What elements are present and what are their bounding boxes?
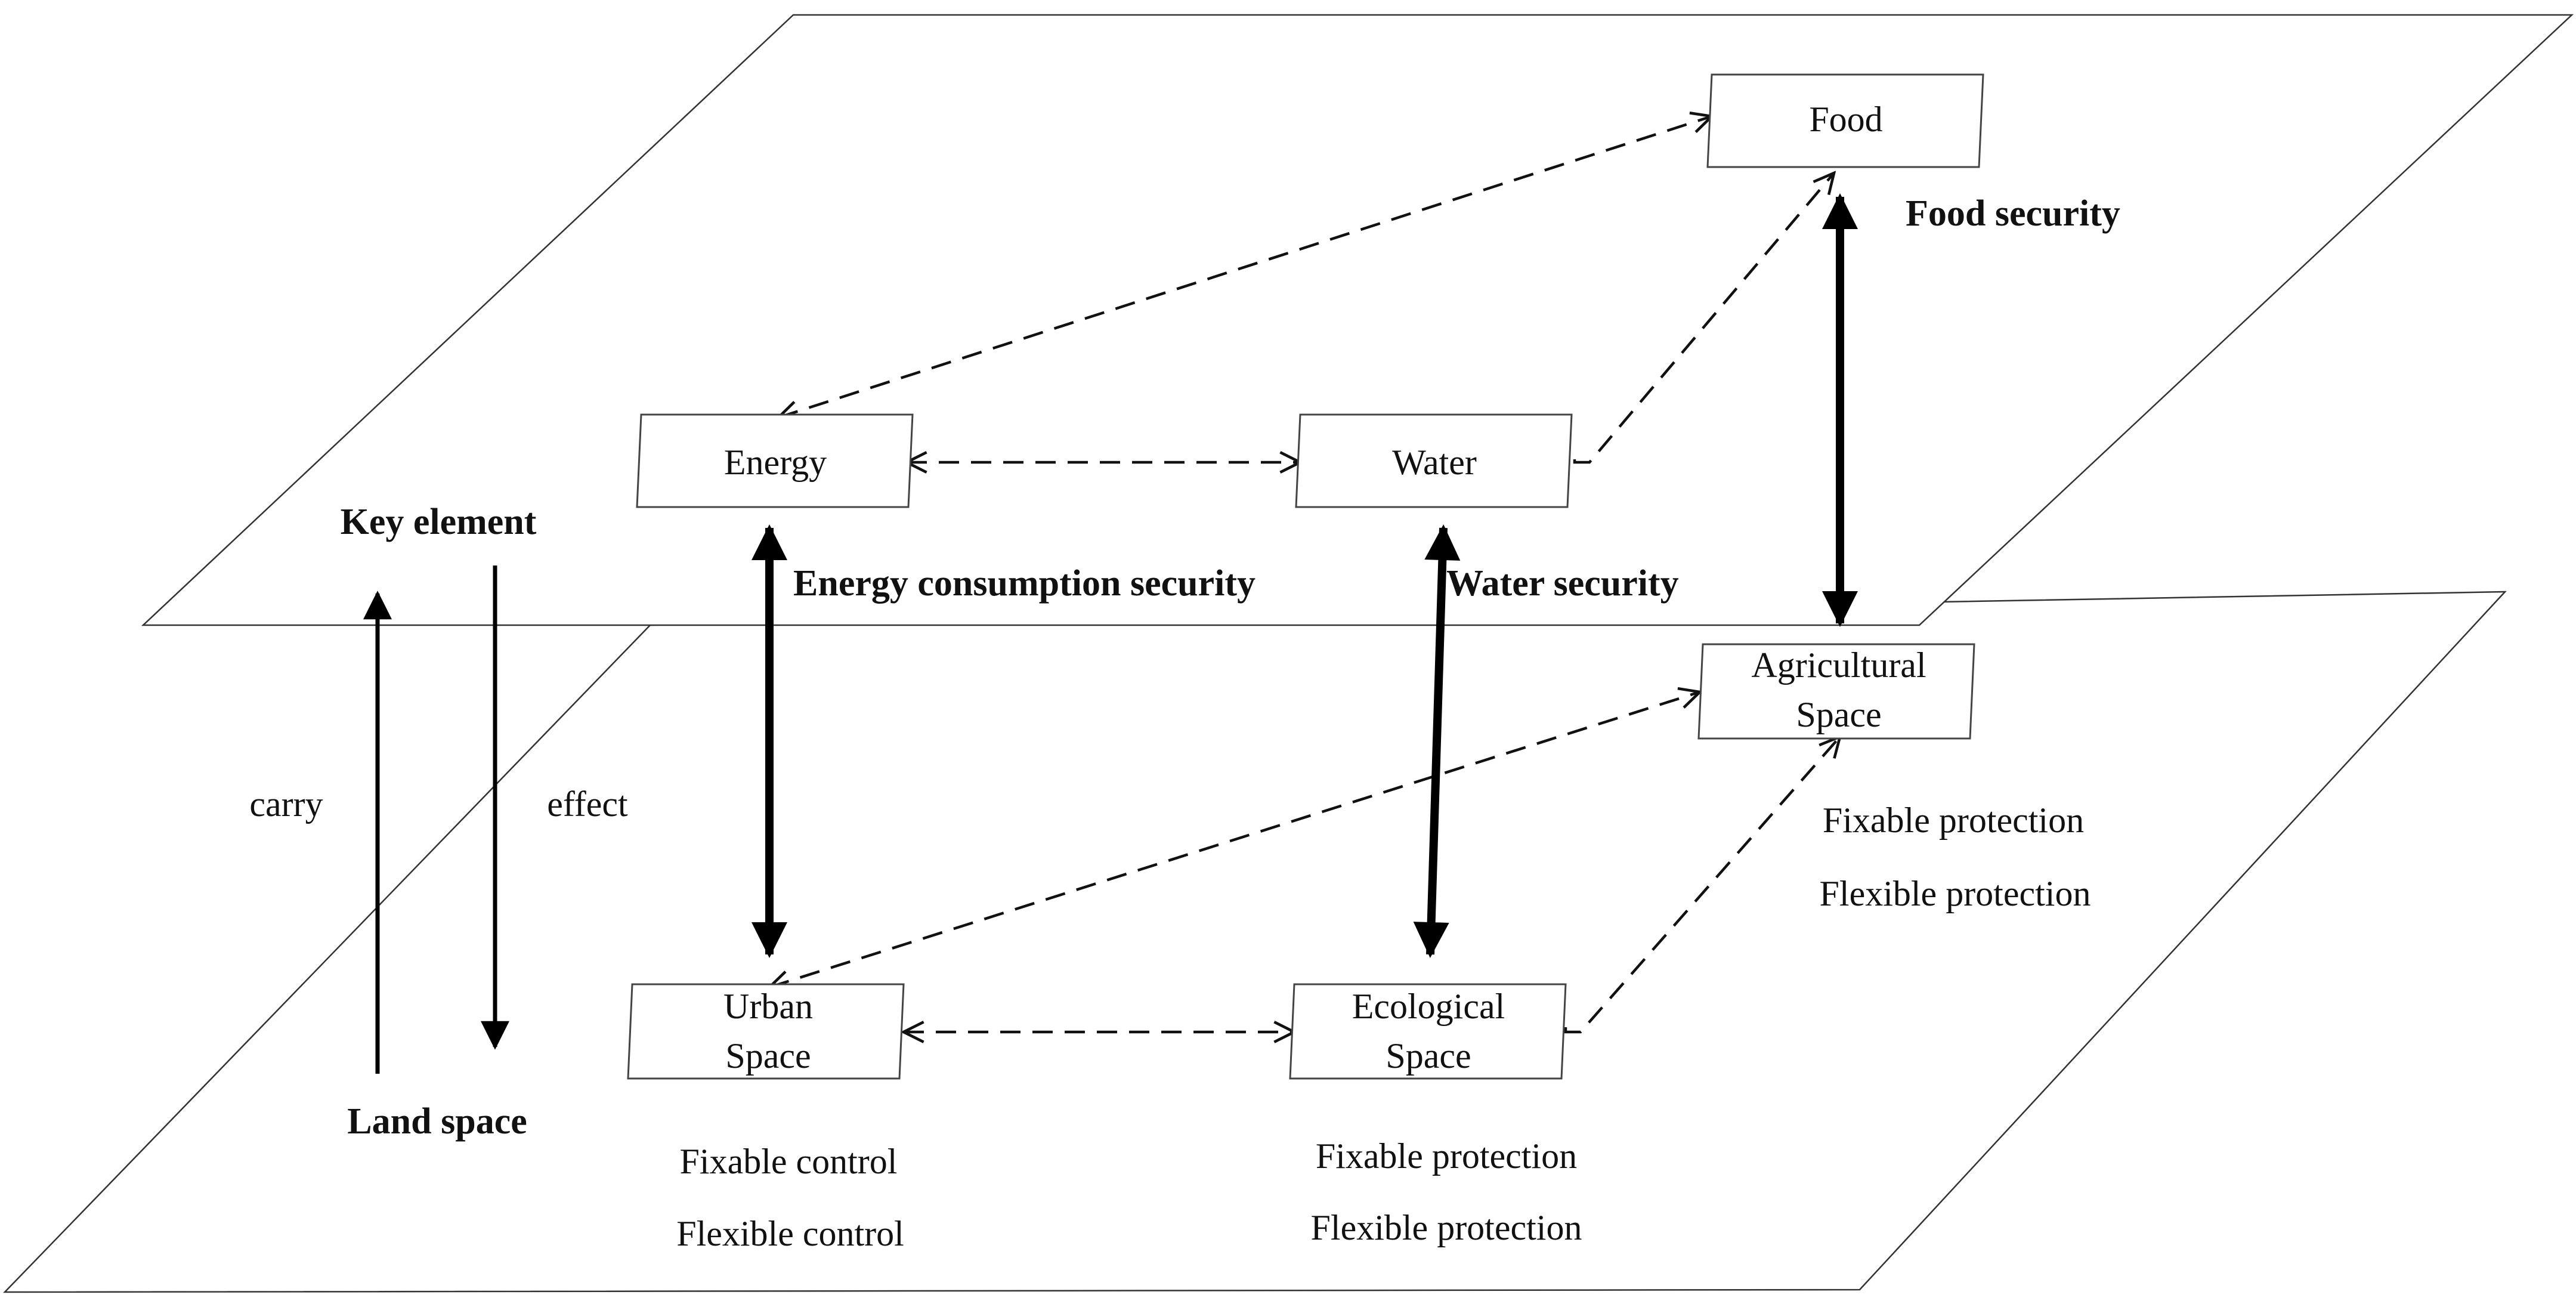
energy-box (636, 413, 914, 508)
food-label: Food (1809, 100, 1882, 139)
carry-label: carry (249, 784, 323, 824)
agricultural-fixable-protection: Fixable protection (1823, 801, 2084, 840)
urban-space-box (627, 983, 905, 1080)
agricultural-flexible-protection: Flexible protection (1820, 874, 2091, 913)
water-security-label: Water security (1446, 563, 1679, 604)
water-ecological-arrow (1413, 524, 1461, 958)
ecological-space-box (1289, 983, 1567, 1080)
food-security-label: Food security (1906, 193, 2120, 234)
ecological-flexible-protection: Flexible protection (1311, 1208, 1582, 1247)
energy-label: Energy (724, 443, 827, 482)
ecological-fixable-protection: Fixable protection (1316, 1136, 1577, 1176)
energy-food-link (778, 116, 1712, 418)
urban-space-label-line1: Urban (723, 987, 813, 1026)
security-arrows (752, 193, 1858, 958)
energy-consumption-security-label: Energy consumption security (793, 563, 1255, 604)
urban-fixable-control: Fixable control (680, 1142, 898, 1181)
water-food-link (1573, 173, 1834, 464)
ecological-space-label-line1: Ecological (1352, 987, 1505, 1026)
urban-agricultural-link (769, 692, 1700, 987)
food-box (1706, 73, 1984, 168)
ecological-space-label-line2: Space (1386, 1036, 1471, 1076)
land-space-plane (3, 591, 2507, 1293)
dashed-connectors (769, 116, 1840, 1032)
agricultural-space-label-line2: Space (1796, 695, 1881, 734)
ecological-agricultural-link (1564, 737, 1840, 1034)
node-energy: Energy (636, 413, 914, 508)
axis-arrows (363, 566, 509, 1074)
node-agricultural-space: Agricultural Space (1697, 643, 1975, 740)
effect-label: effect (547, 784, 628, 824)
node-water: Water (1295, 413, 1573, 508)
water-label: Water (1392, 443, 1477, 482)
urban-space-label-line2: Space (725, 1036, 811, 1076)
node-ecological-space: Ecological Space (1289, 983, 1567, 1080)
node-food: Food (1706, 73, 1984, 168)
node-urban-space: Urban Space (627, 983, 905, 1080)
urban-flexible-control: Flexible control (676, 1214, 904, 1253)
agricultural-space-label-line1: Agricultural (1751, 645, 1926, 685)
agricultural-space-box (1697, 643, 1975, 740)
key-element-label: Key element (341, 502, 537, 542)
water-box (1295, 413, 1573, 508)
land-space-label: Land space (347, 1101, 527, 1142)
